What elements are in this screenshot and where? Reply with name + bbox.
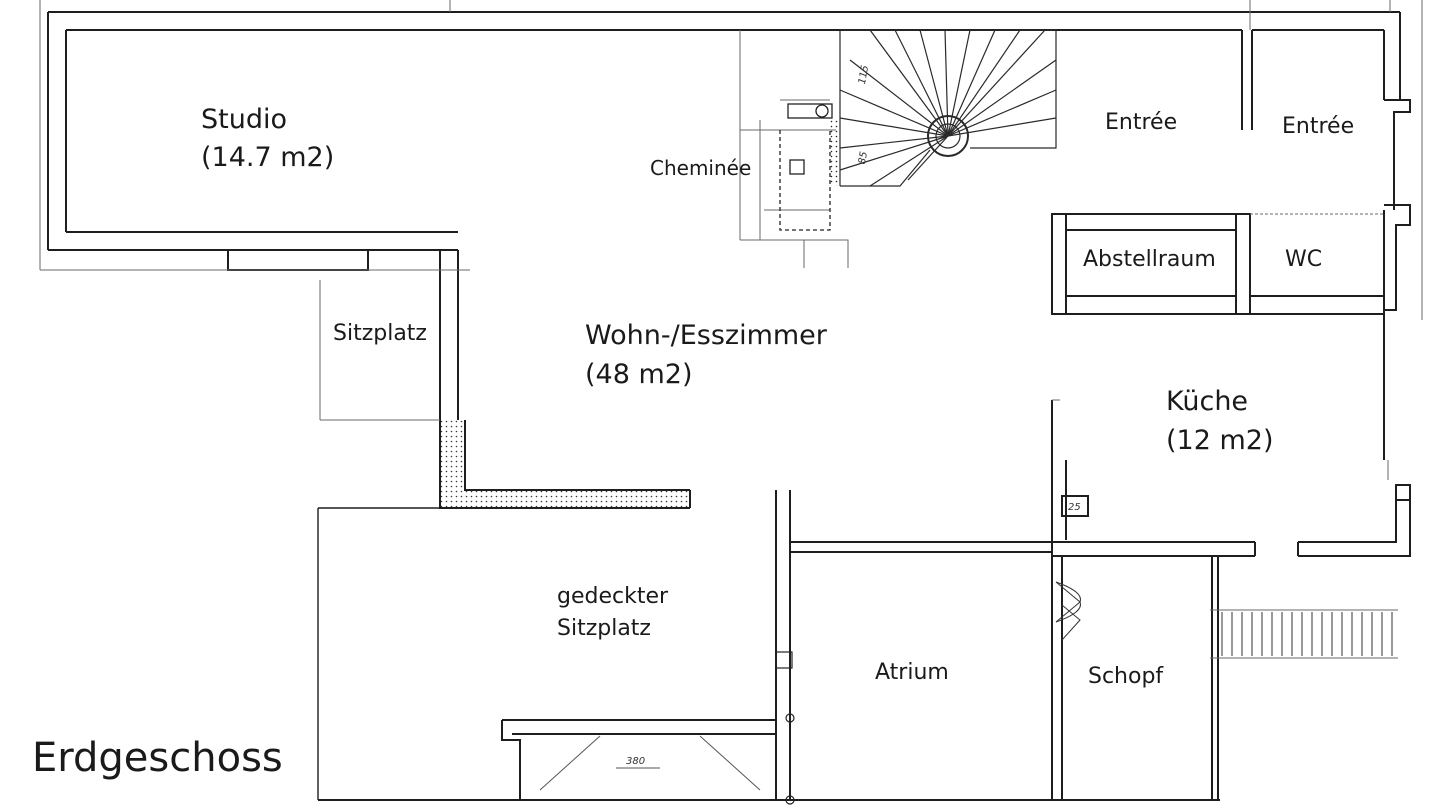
spiral-stair [839,29,1057,187]
wall-detail-marks [775,651,795,805]
dimension-bottom-width: 380 [626,756,645,767]
schopf-double-door [1055,581,1081,641]
room-area-wohn-esszimmer: (48 m2) [585,359,693,390]
room-label-studio: Studio [201,104,287,135]
room-label-abstellraum: Abstellraum [1083,247,1216,272]
room-area-studio: (14.7 m2) [201,142,335,173]
dimension-stair-top: 115 [857,64,871,85]
room-label-entree-right: Entrée [1282,114,1355,139]
dimension-stair-side: 85 [857,151,870,165]
room-label-wc: WC [1285,247,1323,272]
dimension-box-small: 25 [1068,502,1081,513]
room-label-schopf: Schopf [1088,664,1164,689]
room-label-kueche: Küche [1166,386,1249,417]
plan-title: Erdgeschoss [32,735,283,781]
fireplace [779,103,833,231]
room-area-kueche: (12 m2) [1166,425,1274,456]
room-label-wohn-esszimmer: Wohn-/Esszimmer [585,320,827,351]
room-label-gedeckter-line1: gedeckter [557,584,669,609]
exterior-steps [1221,612,1393,656]
room-label-sitzplatz: Sitzplatz [333,321,427,346]
room-label-atrium: Atrium [875,660,949,685]
hatched-wall [440,118,840,508]
room-label-cheminee: Cheminée [650,156,752,180]
construction-lines [39,0,1423,659]
bottom-step-diagonals [539,735,761,791]
room-label-gedeckter-line2: Sitzplatz [557,616,651,641]
room-label-entree-left: Entrée [1105,110,1178,135]
